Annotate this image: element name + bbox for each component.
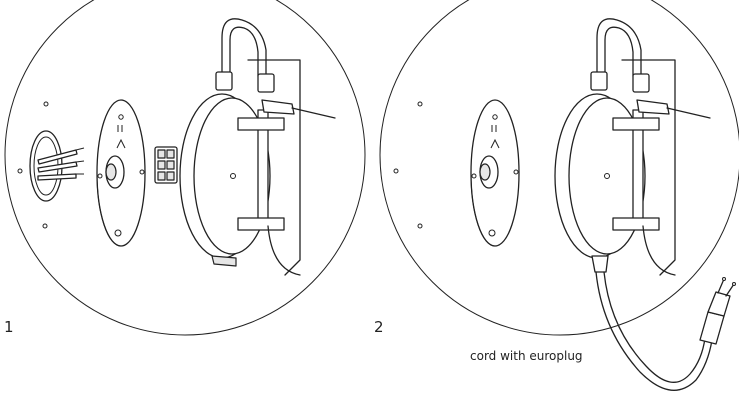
wall-edge — [247, 59, 301, 276]
lamp-canopy-2 — [554, 93, 646, 259]
europlug-icon — [699, 277, 736, 345]
cord-label: cord with europlug — [470, 349, 583, 363]
mounting-plate — [96, 99, 146, 247]
terminal-block — [154, 146, 178, 184]
lamp-arm-bar — [237, 99, 336, 276]
mains-wires — [37, 147, 85, 181]
step-2-detail-circle — [379, 0, 739, 336]
top-cord-loop-2 — [590, 18, 650, 93]
power-cord — [591, 255, 713, 391]
lamp-arm-bar-2 — [612, 99, 711, 276]
step-1-number: 1 — [4, 318, 14, 336]
mounting-plate-2 — [470, 99, 520, 247]
top-cord-loop — [215, 18, 275, 93]
step-2-illustration — [379, 0, 739, 391]
step-1-detail-circle — [4, 0, 366, 336]
step-2-number: 2 — [374, 318, 384, 336]
wall-edge-2 — [621, 59, 676, 276]
lamp-canopy — [179, 93, 271, 267]
step-1-illustration — [4, 0, 366, 336]
